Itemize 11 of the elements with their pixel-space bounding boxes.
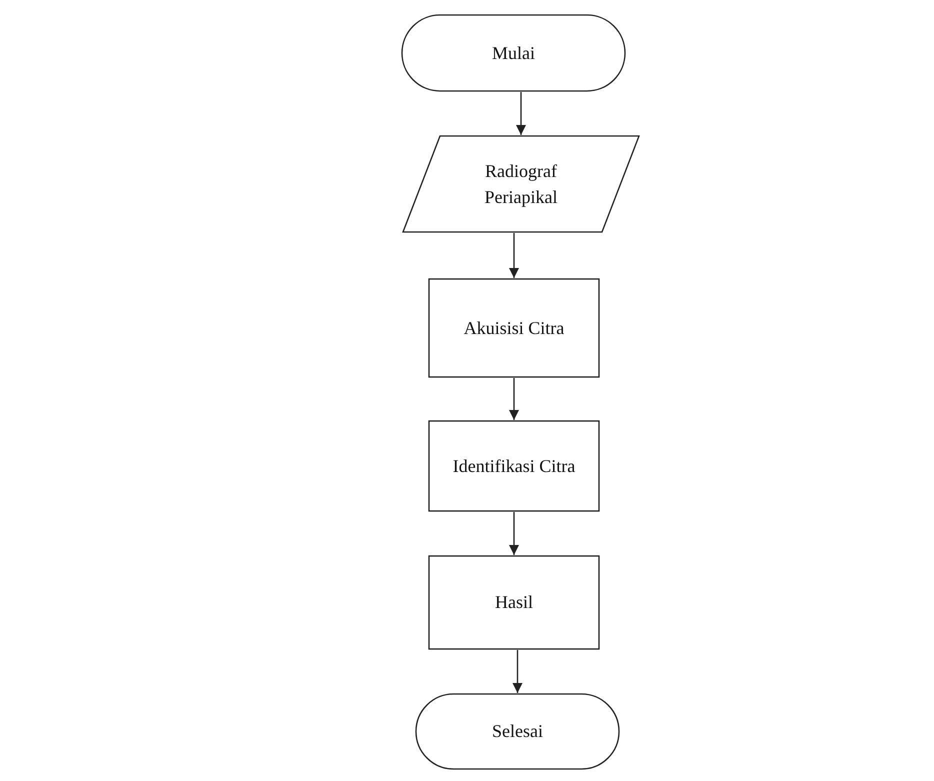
node-label: Selesai bbox=[492, 720, 543, 744]
node-label: Radiograf Periapikal bbox=[484, 160, 558, 209]
node-label: Hasil bbox=[495, 591, 533, 614]
node-label: Mulai bbox=[492, 42, 535, 65]
node-label: Akuisisi Citra bbox=[464, 316, 564, 340]
arrow bbox=[516, 92, 526, 135]
arrow bbox=[509, 233, 519, 278]
node-label: Identifikasi Citra bbox=[452, 454, 576, 478]
arrow bbox=[512, 650, 522, 693]
arrow bbox=[509, 512, 519, 555]
arrow bbox=[509, 378, 519, 420]
